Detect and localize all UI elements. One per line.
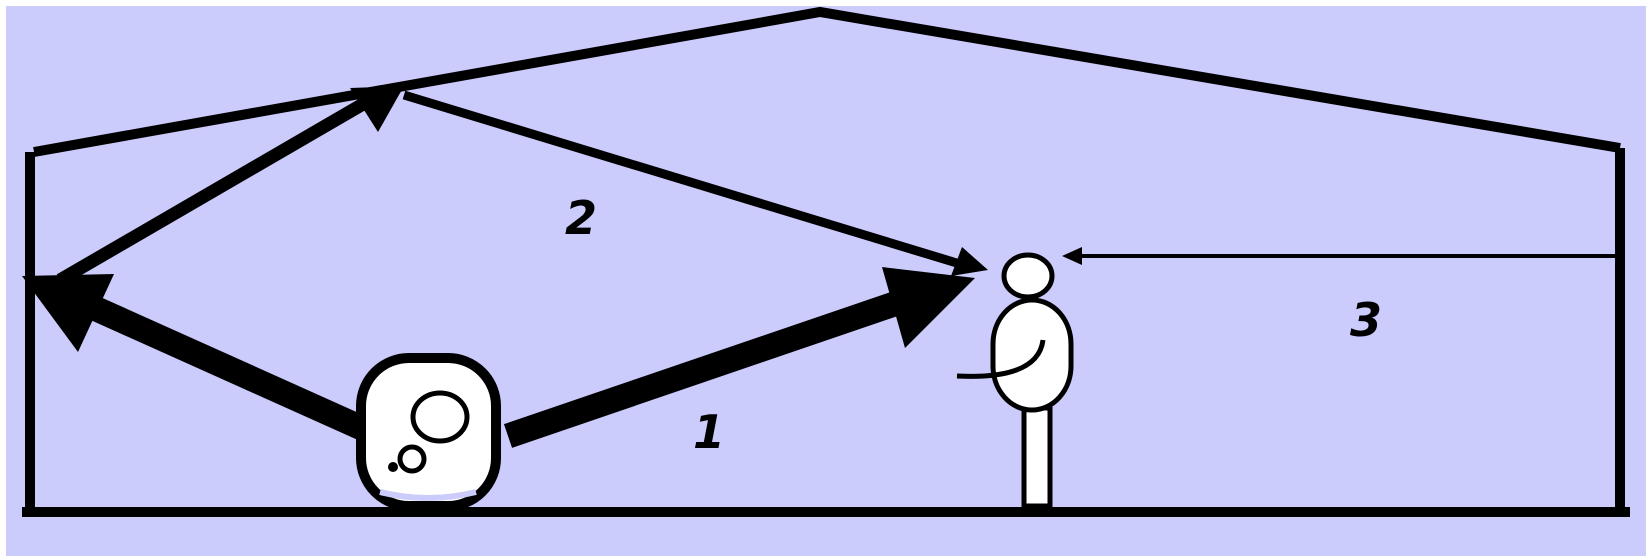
wall-reflection-arrow [22,274,381,446]
listener-figure [956,252,1074,509]
ambient-path-arrow [1062,247,1620,265]
roof-reflection-arrow [56,86,404,286]
path-label-1: 1 [693,405,725,459]
roof [33,6,1621,157]
thought-bubble-large-icon [410,390,470,444]
sound-source [356,353,501,511]
listener-torso [990,297,1074,413]
reflected-path-arrow [402,90,988,276]
direct-path-arrow [503,267,975,448]
source-bottom-shade [379,489,477,501]
path-label-3: 3 [1350,293,1382,347]
roof-reflection-arrowhead [350,86,404,132]
listener-arm [956,339,1046,379]
ambient-path-arrowhead [1062,247,1082,265]
diagram-background [6,6,1646,556]
wall-reflection-arrowhead [22,274,114,352]
listener-legs [1021,405,1053,509]
listener-head [1001,252,1055,300]
reflected-path-arrowhead [951,247,988,276]
direct-path-arrowhead [882,267,975,348]
thought-bubble-small-icon [397,444,427,474]
room-outline [22,6,1630,517]
thought-bubble-dot-icon [388,462,398,472]
path-label-2: 2 [565,191,597,245]
